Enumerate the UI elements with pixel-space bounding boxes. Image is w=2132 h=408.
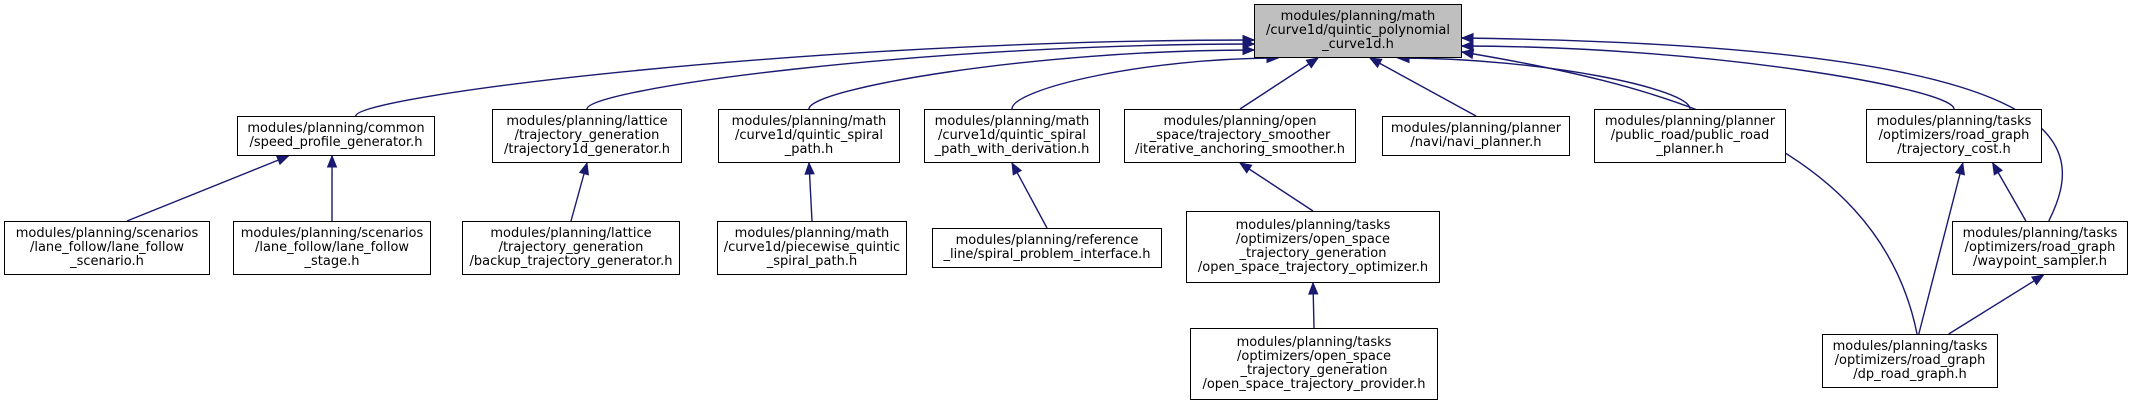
node-backup-trajectory-generator[interactable]: modules/planning/lattice /trajectory_gen… [462,221,680,275]
edge-trajectory_cost-to-root [1461,45,1955,110]
edge-dp_road_graph-to-trajectory_cost [1918,162,1964,335]
node-navi-planner[interactable]: modules/planning/planner /navi/navi_plan… [1382,116,1570,156]
node-trajectory1d-generator[interactable]: modules/planning/lattice /trajectory_gen… [492,109,682,163]
arrowhead-trajectory_cost-to-root [1460,40,1474,52]
edge-public_road_planner-to-root [1397,57,1691,110]
node-dp-road-graph[interactable]: modules/planning/tasks /optimizers/road_… [1822,334,1998,388]
node-quintic-polynomial-curve1d: modules/planning/math /curve1d/quintic_p… [1254,4,1462,58]
arrowhead-dp_road_graph-to-trajectory_cost [1954,161,1966,176]
edge-iterative_smoother-to-root [1239,57,1319,110]
node-iterative-anchoring-smoother[interactable]: modules/planning/open _space/trajectory_… [1124,109,1356,163]
edge-spiral_problem-to-quintic_spiral_deriv [1011,162,1048,229]
arrowhead-open_space_provider-to-open_space_optimizer [1308,281,1319,295]
arrowhead-piecewise_quintic-to-quintic_spiral [804,161,815,175]
node-quintic-spiral-path-with-derivation[interactable]: modules/planning/math /curve1d/quintic_s… [924,109,1100,163]
arrowhead-spiral_problem-to-quintic_spiral_deriv [1011,161,1023,176]
node-public-road-planner[interactable]: modules/planning/planner /public_road/pu… [1594,109,1786,163]
edge-navi_planner-to-root [1369,57,1477,117]
node-speed-profile-generator[interactable]: modules/planning/common /speed_profile_g… [237,116,435,156]
arrowhead-iterative_smoother-to-root [1305,57,1320,69]
edge-open_space_optimizer-to-iterative_smoother [1239,162,1314,212]
edge-lane_follow_scenario-to-speed_profile [126,155,289,222]
arrowhead-dp_road_graph-to-waypoint_sampler [2030,274,2045,286]
arrowhead-lane_follow_scenario-to-speed_profile [275,155,290,166]
edge-quintic_spiral-to-root [808,49,1255,110]
arrowhead-backup_trajectory-to-trajectory1d [578,161,589,176]
arrowhead-waypoint_sampler-to-root [1460,32,1474,44]
arrowhead-dp_road_graph-to-root [1460,48,1475,60]
node-trajectory-cost[interactable]: modules/planning/tasks /optimizers/road_… [1866,109,2042,163]
node-quintic-spiral-path[interactable]: modules/planning/math /curve1d/quintic_s… [718,109,900,163]
edge-dp_road_graph-to-waypoint_sampler [1948,274,2044,335]
arrowhead-lane_follow_stage-to-speed_profile [326,154,338,168]
edge-speed_profile-to-root [355,39,1255,117]
node-open-space-trajectory-optimizer[interactable]: modules/planning/tasks /optimizers/open_… [1186,211,1440,283]
node-waypoint-sampler[interactable]: modules/planning/tasks /optimizers/road_… [1952,221,2128,275]
node-lane-follow-scenario[interactable]: modules/planning/scenarios /lane_follow/… [4,221,210,275]
edge-waypoint_sampler-to-root [1461,37,2063,222]
arrowhead-open_space_optimizer-to-iterative_smoother [1238,162,1253,174]
arrowhead-waypoint_sampler-to-trajectory_cost [1992,161,2003,176]
arrowhead-quintic_spiral-to-root [1242,44,1256,56]
node-lane-follow-stage[interactable]: modules/planning/scenarios /lane_follow/… [233,221,431,275]
edge-dp_road_graph-to-root [1461,51,1918,335]
edge-trajectory1d-to-root [586,43,1255,110]
node-open-space-trajectory-provider[interactable]: modules/planning/tasks /optimizers/open_… [1190,328,1438,400]
arrowhead-navi_planner-to-root [1368,57,1383,69]
node-piecewise-quintic-spiral-path[interactable]: modules/planning/math /curve1d/piecewise… [717,221,907,275]
node-spiral-problem-interface[interactable]: modules/planning/reference _line/spiral_… [932,228,1162,268]
edge-quintic_spiral_deriv-to-root [1011,57,1279,110]
